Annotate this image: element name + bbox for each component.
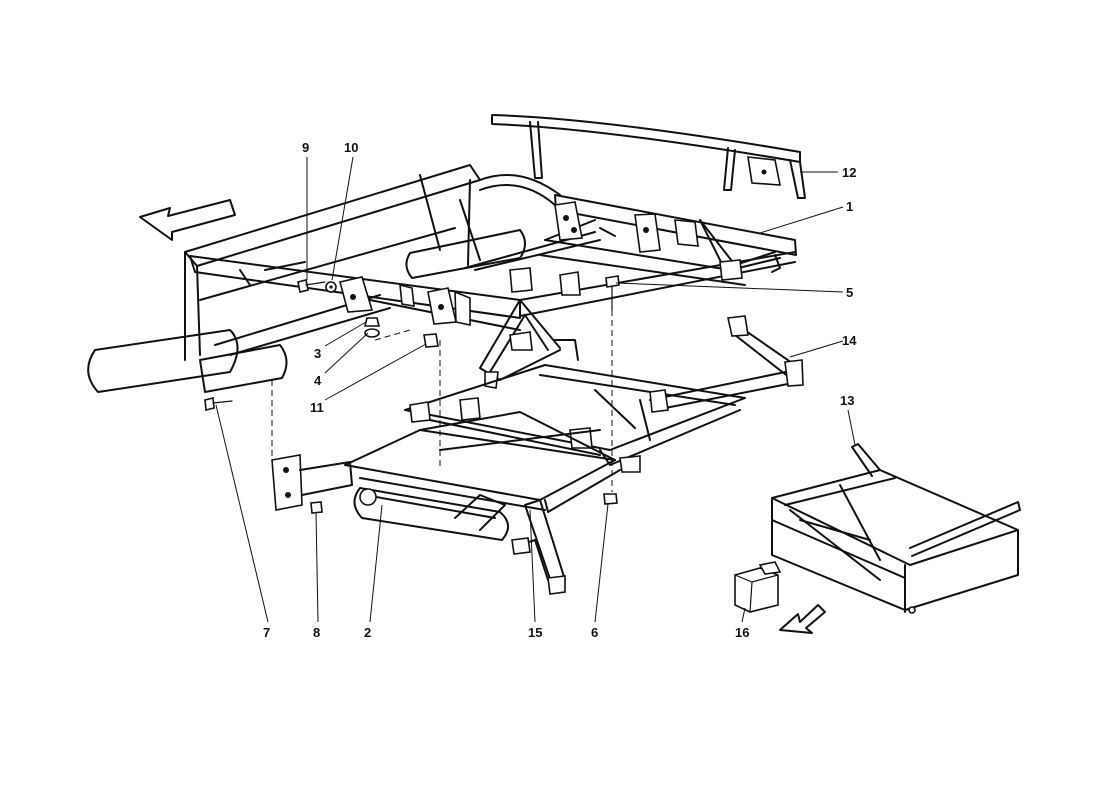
callout-6: 6 — [591, 625, 598, 640]
callout-10: 10 — [344, 140, 358, 155]
callout-labels: 1 2 3 4 5 6 7 8 9 10 11 12 13 14 15 16 — [263, 140, 857, 640]
lower-subframe — [271, 364, 746, 595]
bolt-9 — [297, 279, 326, 293]
leader-lines — [215, 156, 856, 623]
callout-8: 8 — [313, 625, 320, 640]
callout-3: 3 — [314, 346, 321, 361]
rear-block-bracket — [734, 561, 782, 613]
callout-2: 2 — [364, 625, 371, 640]
bolt-5 — [605, 275, 620, 311]
callout-14: 14 — [842, 333, 857, 348]
rear-bumper-frame — [771, 443, 1021, 614]
nut-3 — [363, 317, 381, 327]
callout-15: 15 — [528, 625, 542, 640]
upper-cross-strip — [491, 114, 806, 199]
nut-10 — [325, 281, 337, 293]
rear-direction-arrow — [779, 604, 826, 634]
callout-4: 4 — [314, 373, 322, 388]
front-direction-arrow — [139, 199, 236, 241]
nut-8 — [310, 501, 323, 514]
diagonal-brace — [649, 315, 804, 413]
callout-5: 5 — [846, 285, 853, 300]
callout-11: 11 — [310, 400, 324, 415]
assembly-guides — [271, 310, 613, 492]
callout-12: 12 — [842, 165, 856, 180]
upper-rear-frame — [87, 164, 797, 393]
callout-1: 1 — [846, 199, 853, 214]
callout-13: 13 — [840, 393, 854, 408]
washer-4 — [364, 328, 380, 338]
callout-9: 9 — [302, 140, 309, 155]
bolt-7 — [204, 396, 233, 412]
callout-16: 16 — [735, 625, 749, 640]
callout-7: 7 — [263, 625, 270, 640]
nut-11 — [423, 333, 439, 348]
nut-6 — [603, 493, 618, 505]
